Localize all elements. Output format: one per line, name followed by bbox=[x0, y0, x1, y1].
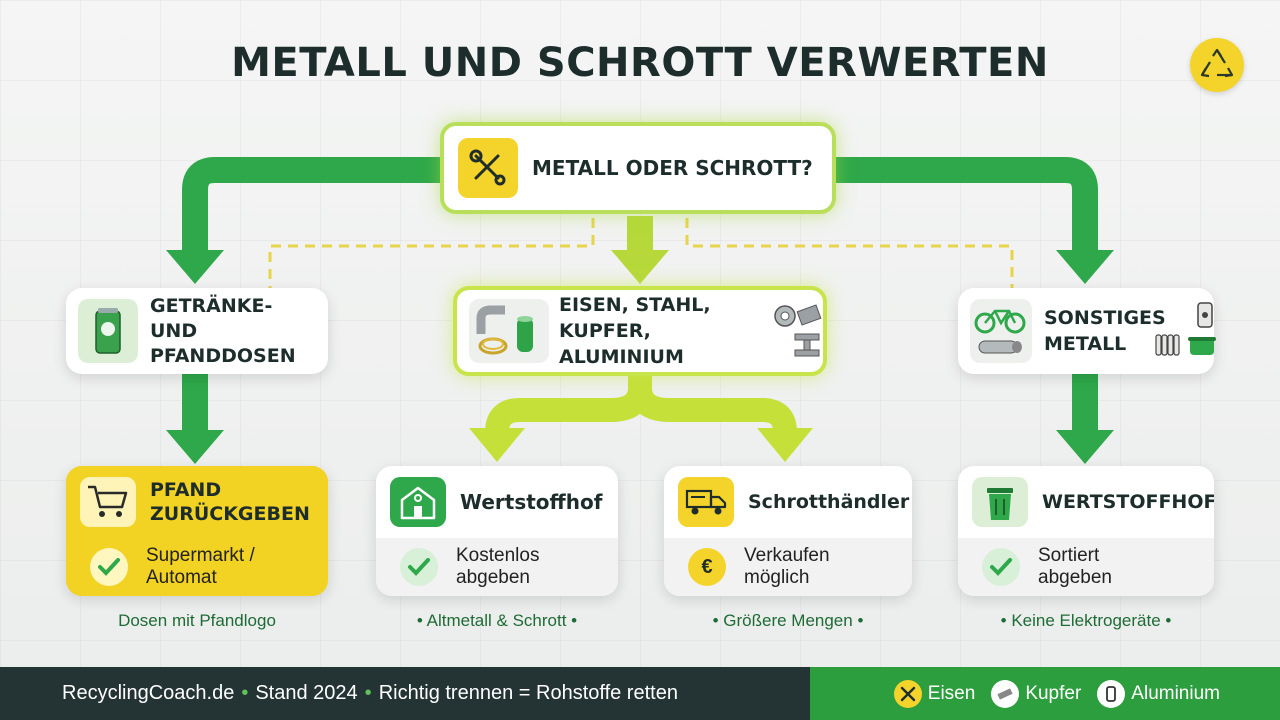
radiator-icon bbox=[1154, 299, 1216, 364]
question-label: METALL ODER SCHROTT? bbox=[532, 156, 813, 180]
pipe-icon bbox=[469, 299, 549, 363]
result-pfand-text: Supermarkt / Automat bbox=[146, 545, 255, 588]
check-icon bbox=[90, 548, 128, 586]
footer-bar: RecyclingCoach.de • Stand 2024 • Richtig… bbox=[0, 667, 860, 720]
truck-icon bbox=[678, 477, 734, 527]
footer-slogan: Richtig trennen = Rohstoffe retten bbox=[378, 682, 678, 704]
bicycle-icon bbox=[970, 299, 1032, 363]
branch-metals: EISEN, STAHL, KUPFER, ALUMINIUM bbox=[453, 286, 827, 376]
result-wertstoffhof: Wertstoffhof Kostenlos abgeben bbox=[376, 466, 618, 596]
footer-site: RecyclingCoach.de bbox=[62, 682, 235, 704]
question-node: METALL ODER SCHROTT? bbox=[440, 122, 836, 214]
result-wertstoffhof-sorted-text: Sortiert abgeben bbox=[1038, 545, 1112, 588]
caption-elektro: • Keine Elektrogeräte • bbox=[1000, 611, 1172, 630]
result-wertstoffhof-sorted-title: WERTSTOFFHOF bbox=[1042, 491, 1214, 513]
legend-kupfer: Kupfer bbox=[991, 679, 1081, 708]
euro-icon: € bbox=[688, 548, 726, 586]
recycling-center-icon bbox=[390, 477, 446, 527]
steel-bar-icon bbox=[991, 679, 1020, 708]
result-wertstoffhof-text: Kostenlos abgeben bbox=[456, 545, 540, 588]
tools-icon bbox=[458, 138, 518, 198]
branch-cans-label: GETRÄNKE- UND PFANDDOSEN bbox=[150, 294, 296, 367]
caption-pfand: Dosen mit Pfandlogo bbox=[118, 611, 276, 630]
footer-legend: Eisen Kupfer Aluminium bbox=[810, 667, 1280, 720]
result-wertstoffhof-sorted: WERTSTOFFHOF Sortiert abgeben bbox=[958, 466, 1214, 596]
footer-stand: Stand 2024 bbox=[255, 682, 358, 704]
branch-other-metal: SONSTIGES METALL bbox=[958, 288, 1216, 374]
caption-schrotthaendler: • Größere Mengen • bbox=[712, 611, 864, 630]
legend-eisen: Eisen bbox=[893, 679, 975, 708]
result-wertstoffhof-title: Wertstoffhof bbox=[460, 490, 603, 514]
page-title: METALL UND SCHROTT VERWERTEN bbox=[231, 40, 1049, 86]
cart-icon bbox=[80, 477, 136, 527]
result-schrotthaendler: Schrotthändler € Verkaufen möglich bbox=[664, 466, 912, 596]
result-schrotthaendler-text: Verkaufen möglich bbox=[744, 545, 830, 588]
caption-wertstoffhof: • Altmetall & Schrott • bbox=[416, 611, 578, 630]
branch-cans: GETRÄNKE- UND PFANDDOSEN bbox=[66, 288, 328, 374]
tools-icon bbox=[893, 679, 922, 708]
can-icon bbox=[78, 299, 138, 363]
bin-icon bbox=[972, 477, 1028, 527]
result-pfand-title: PFAND ZURÜCKGEBEN bbox=[150, 479, 310, 525]
branch-metals-label: EISEN, STAHL, KUPFER, ALUMINIUM bbox=[559, 294, 711, 368]
check-icon bbox=[400, 548, 438, 586]
steel-bar-icon bbox=[773, 300, 823, 363]
can-icon bbox=[1097, 679, 1126, 708]
branch-other-label: SONSTIGES METALL bbox=[1044, 307, 1166, 355]
result-schrotthaendler-title: Schrotthändler bbox=[748, 491, 910, 513]
recycle-icon bbox=[1190, 38, 1244, 92]
legend-aluminium: Aluminium bbox=[1097, 679, 1220, 708]
check-icon bbox=[982, 548, 1020, 586]
result-pfand: PFAND ZURÜCKGEBEN Supermarkt / Automat bbox=[66, 466, 328, 596]
